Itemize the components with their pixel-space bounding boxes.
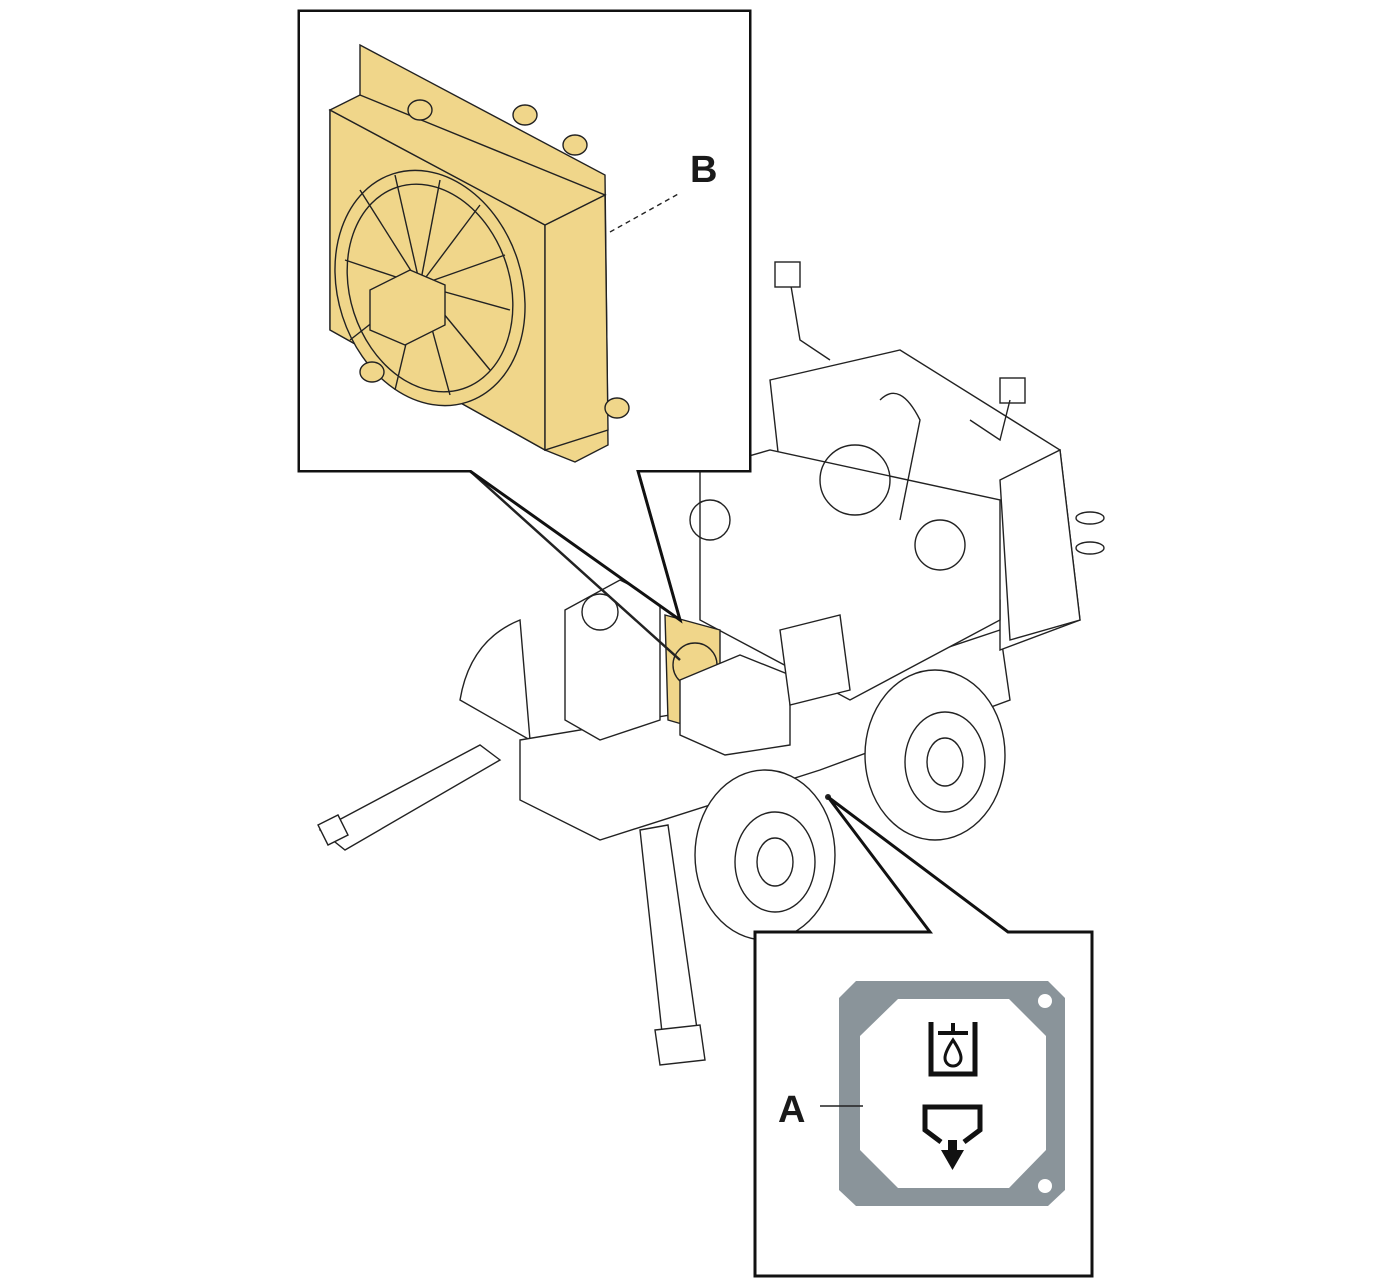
drain-icon [922, 1104, 983, 1170]
callout-a: A [753, 794, 1094, 1278]
callout-label-a: A [778, 1089, 805, 1131]
hydraulic-oil-tank-icon [928, 1022, 978, 1077]
drain-plate [839, 981, 1065, 1206]
callout-b: B [297, 9, 752, 661]
leader-line-b [609, 192, 681, 233]
callout-label-b: B [690, 149, 717, 191]
radiator-fan-assembly [328, 43, 630, 463]
